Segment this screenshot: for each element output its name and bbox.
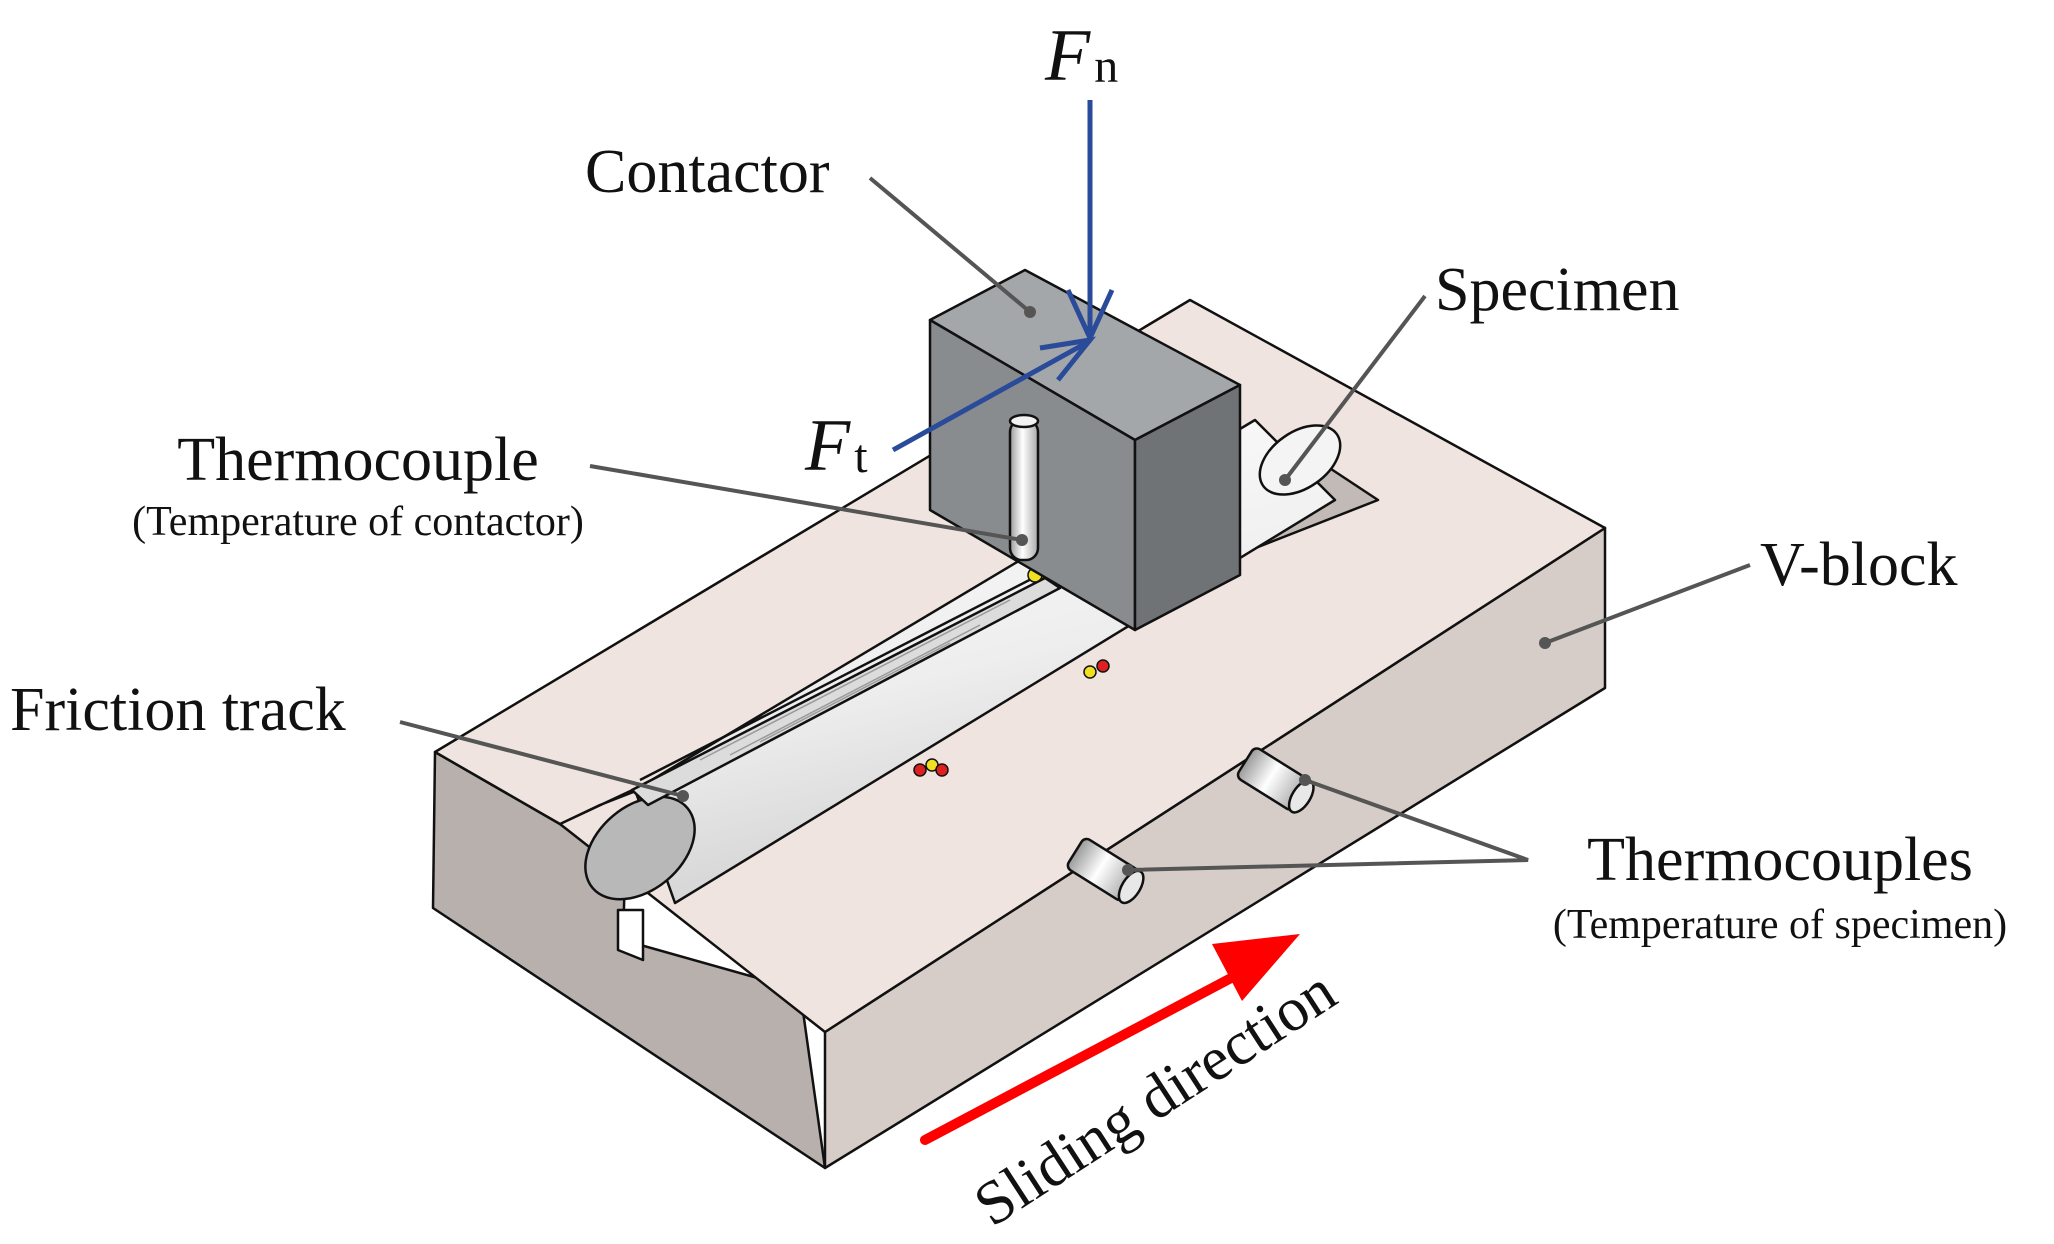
normal-force-symbol: Fn xyxy=(1044,15,1118,97)
specimen-label: Specimen xyxy=(1435,256,1680,324)
contactor-label: Contactor xyxy=(585,138,830,206)
contactor-side-face xyxy=(1133,383,1242,632)
normal-force-f: F xyxy=(1044,15,1091,97)
side-thermocouple-lower xyxy=(1066,837,1145,905)
tangential-force-f: F xyxy=(804,405,851,487)
thermocouples-label: Thermocouples xyxy=(1587,826,1973,894)
contactor-block xyxy=(928,268,1242,632)
normal-force-subscript: n xyxy=(1094,40,1118,93)
sliding-direction-arrow xyxy=(920,934,1300,1145)
thermocouples-note: (Temperature of specimen) xyxy=(1553,902,2007,948)
v-groove-notch xyxy=(616,908,645,962)
tangential-force-subscript: t xyxy=(854,430,868,483)
specimen-near-end xyxy=(584,795,696,901)
friction-track-label: Friction track xyxy=(10,676,346,744)
tangential-force-symbol: Ft xyxy=(804,405,868,487)
side-thermocouple-upper xyxy=(1236,747,1315,814)
force-arrows xyxy=(891,100,1115,453)
thermocouple-label: Thermocouple xyxy=(177,426,539,494)
leader-lines xyxy=(399,176,1751,876)
tangential-force-arrow xyxy=(891,339,1090,453)
thermocouple-note: (Temperature of contactor) xyxy=(132,499,584,545)
friction-track-band xyxy=(630,576,1062,807)
v-block-label: V-block xyxy=(1760,531,1957,599)
side-thermocouples xyxy=(1066,747,1315,905)
